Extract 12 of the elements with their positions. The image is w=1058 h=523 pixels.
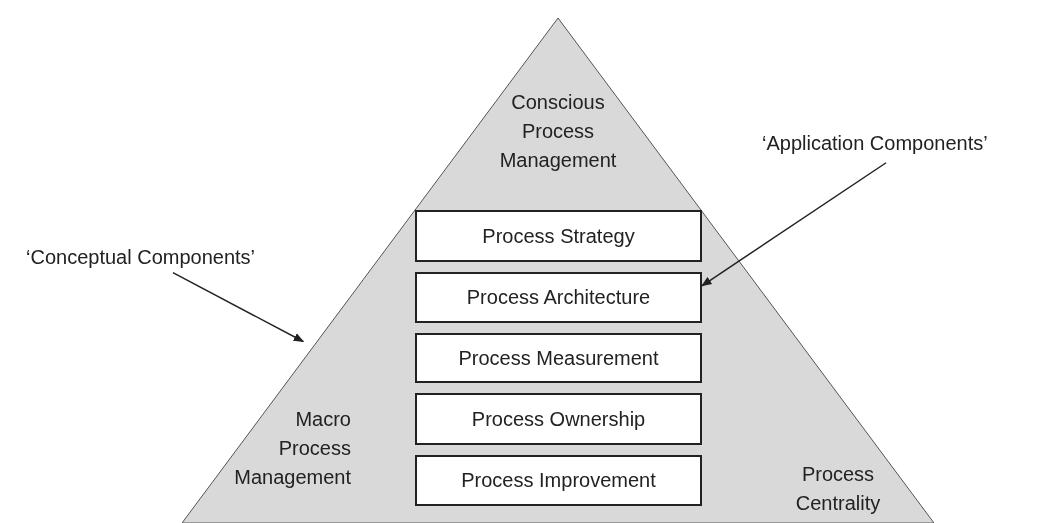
- callout-text: ‘Application Components’: [762, 129, 1046, 156]
- pyramid-layer-box: Process Ownership: [415, 393, 702, 445]
- pyramid-layer-box: Process Improvement: [415, 455, 702, 506]
- pyramid-layer-box: Process Architecture: [415, 272, 702, 323]
- pyramid-label: Macro Process Management: [230, 405, 351, 492]
- pyramid-label: Process Centrality: [773, 460, 903, 518]
- pyramid-layer-box: Process Measurement: [415, 333, 702, 383]
- callout-text: ‘Conceptual Components’: [26, 243, 282, 270]
- arrow: [172, 271, 305, 343]
- pyramid-label: Conscious Process Management: [473, 88, 643, 175]
- arrow: [701, 162, 887, 287]
- pyramid-layer-box: Process Strategy: [415, 210, 702, 262]
